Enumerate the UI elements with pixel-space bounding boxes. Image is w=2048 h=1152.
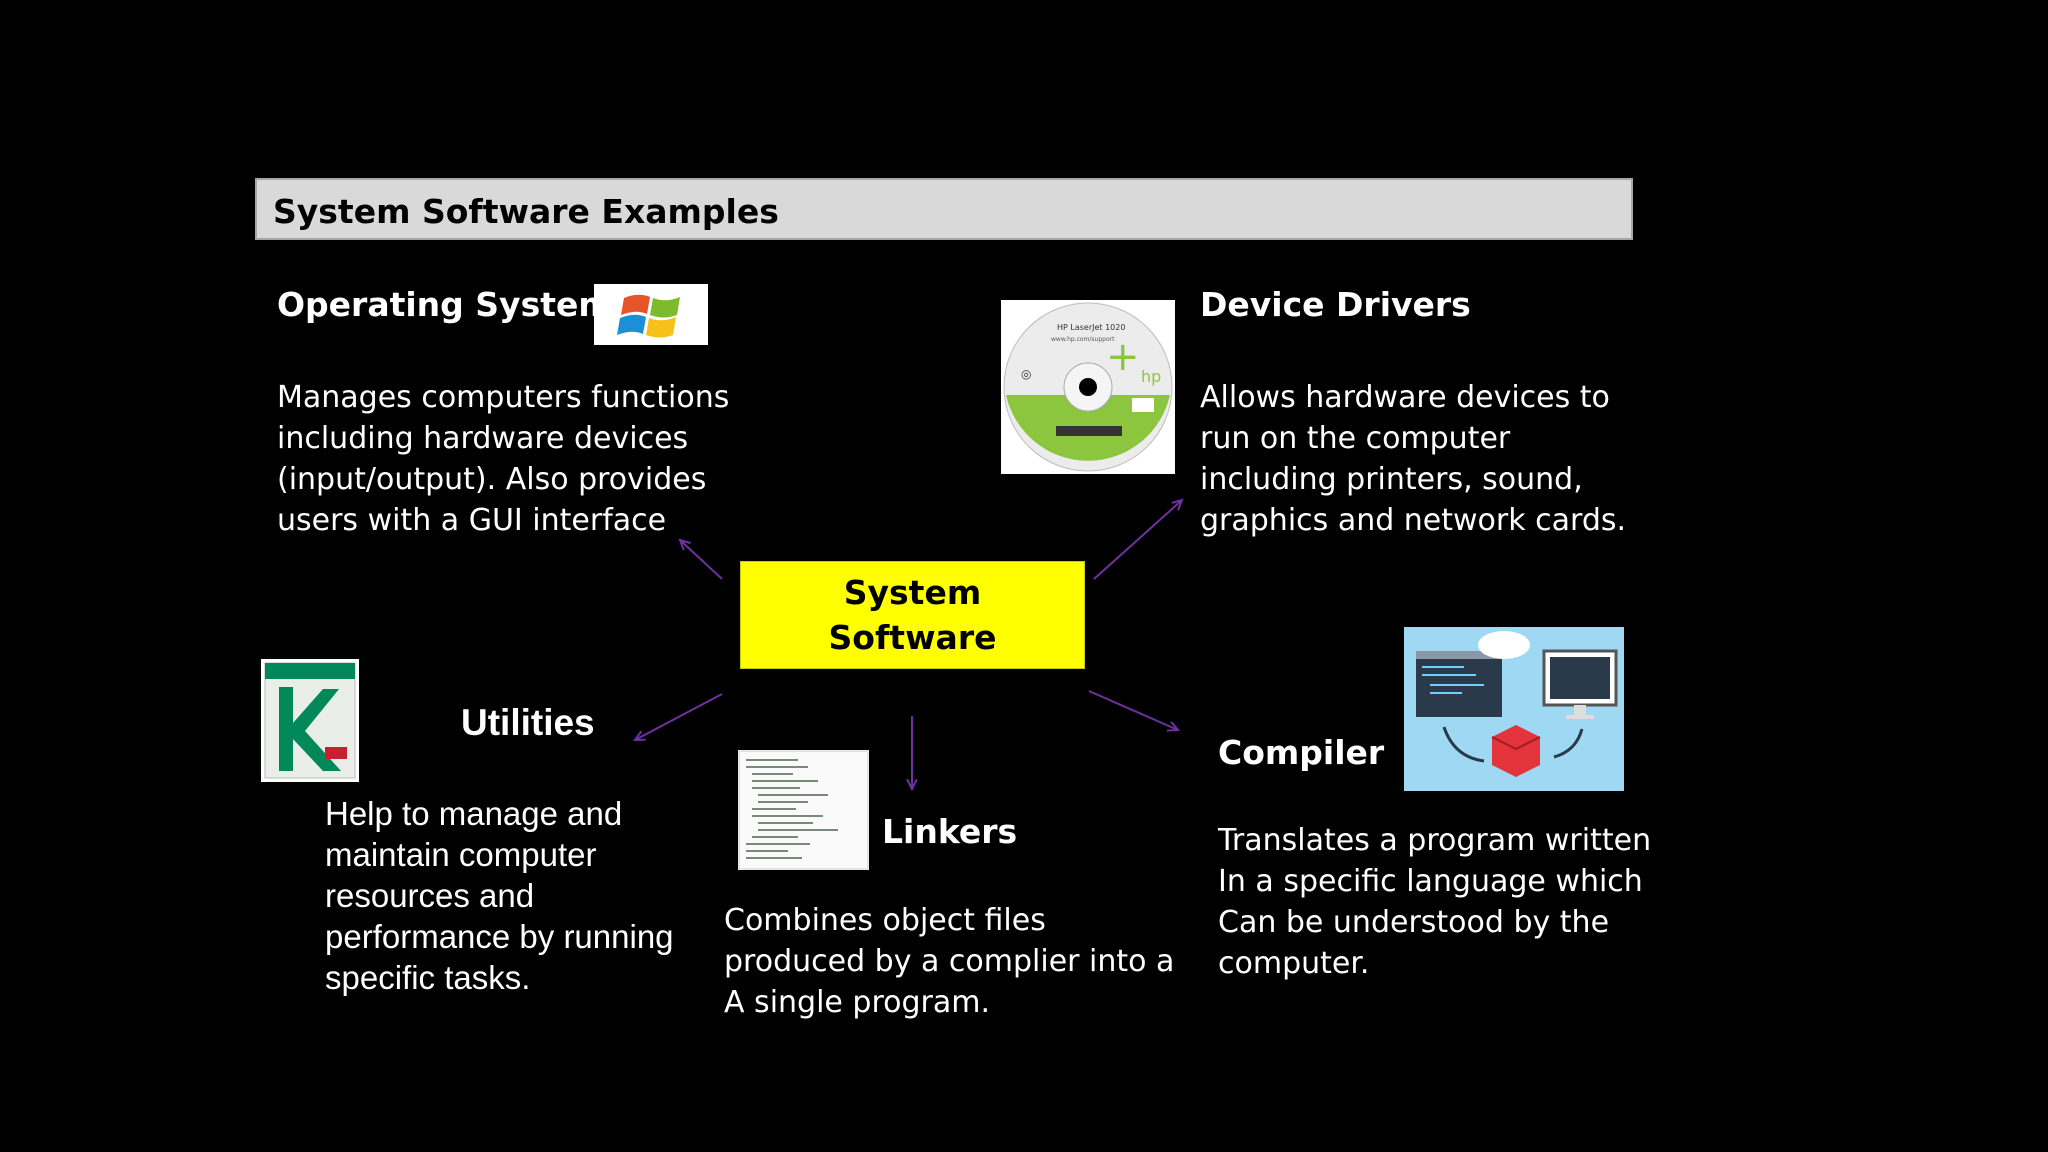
drivers-description: Allows hardware devices to run on the co… (1200, 377, 1626, 541)
compiler-illustration-icon (1404, 627, 1624, 791)
utilities-line-5: specific tasks. (325, 959, 531, 996)
utilities-line-4: performance by running (325, 918, 674, 955)
arrow-to-os (680, 540, 723, 580)
utilities-line-1: Help to manage and (325, 795, 623, 832)
drivers-line-3: including printers, sound, (1200, 462, 1583, 497)
linkers-line-3: A single program. (724, 985, 991, 1020)
system-software-box: System Software (740, 561, 1085, 669)
os-line-1: Manages computers functions (277, 380, 730, 415)
os-heading: Operating Systems (277, 285, 633, 324)
os-description: Manages computers functions including ha… (277, 377, 729, 541)
center-line-1: System (843, 573, 982, 612)
compiler-line-4: computer. (1218, 946, 1370, 981)
linkers-description: Combines object files produced by a comp… (724, 900, 1174, 1023)
title-bar: System Software Examples (255, 178, 1633, 240)
windows-logo-icon (594, 284, 708, 345)
drivers-line-2: run on the computer (1200, 421, 1511, 456)
os-line-2: including hardware devices (277, 421, 689, 456)
compiler-heading: Compiler (1218, 733, 1385, 772)
arrow-to-utilities (635, 693, 723, 740)
os-line-4: users with a GUI interface (277, 503, 667, 538)
compiler-description: Translates a program written In a specif… (1218, 820, 1651, 984)
compiler-line-3: Can be understood by the (1218, 905, 1610, 940)
utilities-description: Help to manage and maintain computer res… (325, 793, 674, 998)
svg-text:+: + (1106, 334, 1140, 380)
svg-text:www.hp.com/support: www.hp.com/support (1051, 336, 1115, 343)
arrow-to-drivers (1093, 500, 1182, 580)
utilities-heading: Utilities (461, 702, 595, 743)
svg-text:◎: ◎ (1021, 367, 1031, 381)
page-title: System Software Examples (273, 192, 779, 231)
linkers-line-1: Combines object files (724, 903, 1046, 938)
utilities-line-2: maintain computer (325, 836, 597, 873)
code-listing-icon (738, 750, 869, 870)
drivers-line-1: Allows hardware devices to (1200, 380, 1610, 415)
kaspersky-box-icon (261, 659, 359, 782)
disc-brand-text: hp (1141, 367, 1161, 386)
linkers-heading: Linkers (882, 812, 1018, 851)
drivers-line-4: graphics and network cards. (1200, 503, 1627, 538)
center-line-2: Software (828, 618, 997, 657)
utilities-line-3: resources and (325, 877, 535, 914)
driver-disc-icon: HP LaserJet 1020 www.hp.com/support + hp… (1001, 300, 1175, 474)
compiler-line-2: In a specific language which (1218, 864, 1643, 899)
compiler-line-1: Translates a program written (1218, 823, 1652, 858)
os-line-3: (input/output). Also provides (277, 462, 707, 497)
drivers-heading: Device Drivers (1200, 285, 1471, 324)
linkers-line-2: produced by a complier into a (724, 944, 1175, 979)
arrow-to-compiler (1088, 690, 1178, 730)
svg-text:HP LaserJet 1020: HP LaserJet 1020 (1057, 323, 1125, 332)
